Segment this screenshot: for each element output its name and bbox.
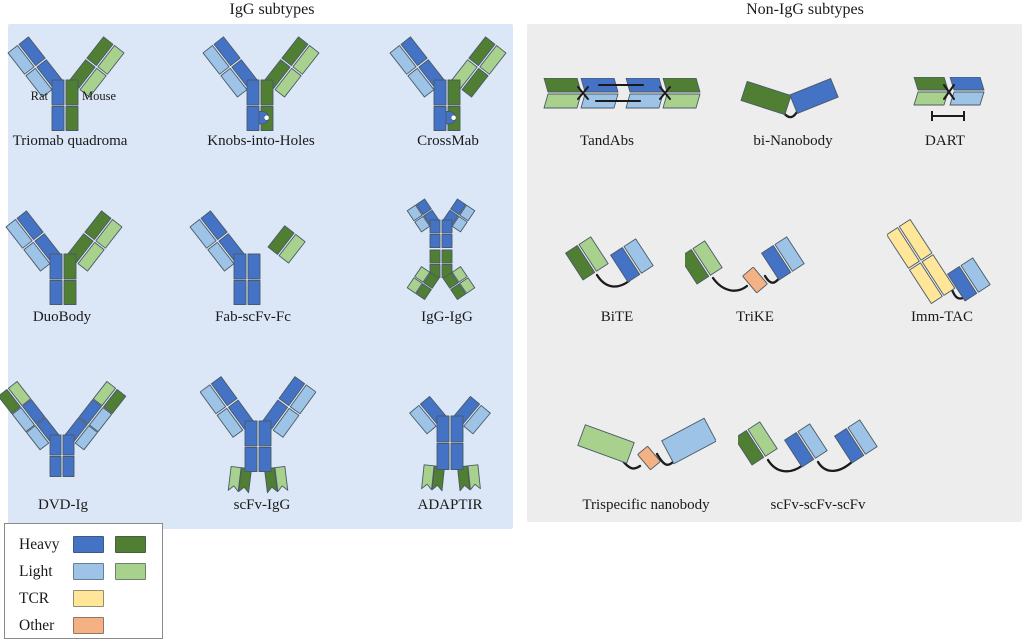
legend-row-other: Other <box>19 612 162 639</box>
trike-diagram <box>679 228 825 296</box>
label-trispecific-nanobody: Trispecific nanobody <box>582 497 710 513</box>
rat-annotation: Rat <box>31 89 49 103</box>
adaptir-diagram <box>394 374 506 496</box>
label-adaptir: ADAPTIR <box>417 497 483 513</box>
scfv-igg-diagram <box>199 369 317 495</box>
legend-label-heavy: Heavy <box>19 535 60 553</box>
legend-label-other: Other <box>19 616 55 634</box>
triomab-quadroma-diagram: Rat Mouse <box>0 24 140 134</box>
hole-shape <box>263 114 270 121</box>
fab-scfv-fc-diagram <box>172 198 322 308</box>
crossover-link-icon <box>943 84 955 100</box>
label-dvd-ig: DVD-Ig <box>38 497 88 513</box>
dvd-ig-diagram <box>0 378 131 480</box>
bite-diagram <box>565 230 670 292</box>
legend-row-heavy: Heavy <box>19 531 162 558</box>
mouse-annotation: Mouse <box>82 89 116 103</box>
label-trike: TriKE <box>736 309 774 325</box>
imm-tac-diagram <box>886 203 1002 305</box>
legend-swatch-light-green <box>115 563 146 580</box>
label-scfv-igg: scFv-IgG <box>233 497 291 513</box>
hole-shape <box>450 114 457 121</box>
label-igg-igg: IgG-IgG <box>421 309 473 325</box>
crossover-link-icon <box>659 86 671 100</box>
legend-label-light: Light <box>19 562 53 580</box>
igg-panel-title: IgG subtypes <box>229 1 315 18</box>
label-imm-tac: Imm-TAC <box>910 309 974 325</box>
label-triomab-quadroma: Triomab quadroma <box>12 133 128 149</box>
legend-row-light: Light <box>19 558 162 585</box>
legend-swatch-other-orange <box>73 617 104 634</box>
label-dart: DART <box>925 133 965 149</box>
label-duobody: DuoBody <box>32 309 92 325</box>
label-bi-nanobody: bi-Nanobody <box>753 133 833 149</box>
legend-swatch-heavy-green <box>115 536 146 553</box>
knobs-into-holes-diagram <box>185 24 335 134</box>
scfv-scfv-scfv-diagram <box>734 413 898 477</box>
igg-igg-diagram <box>391 190 491 306</box>
dart-diagram <box>912 76 987 125</box>
bi-nanobody-diagram <box>740 74 840 122</box>
tandabs-diagram <box>542 77 702 112</box>
legend-label-tcr: TCR <box>19 589 50 607</box>
label-bite: BiTE <box>600 309 634 325</box>
crossover-link-icon <box>577 86 589 100</box>
label-scfv-scfv-scfv: scFv-scFv-scFv <box>770 497 866 513</box>
legend-swatch-tcr-yellow <box>73 590 104 607</box>
label-fab-scfv-fc: Fab-scFv-Fc <box>215 309 291 325</box>
label-tandabs: TandAbs <box>580 133 634 149</box>
legend-swatch-heavy-blue <box>73 536 104 553</box>
crossmab-diagram <box>372 24 522 134</box>
legend-row-tcr: TCR <box>19 585 162 612</box>
disulfide-bracket-icon <box>931 111 965 121</box>
trispecific-nanobody-diagram <box>576 416 717 476</box>
non-igg-panel-title: Non-IgG subtypes <box>746 1 864 18</box>
label-knobs-into-holes: Knobs-into-Holes <box>207 133 315 149</box>
duobody-diagram <box>0 198 138 308</box>
label-crossmab: CrossMab <box>417 133 479 149</box>
legend-swatch-light-blue <box>73 563 104 580</box>
color-legend: Heavy Light TCR Other <box>4 523 163 639</box>
